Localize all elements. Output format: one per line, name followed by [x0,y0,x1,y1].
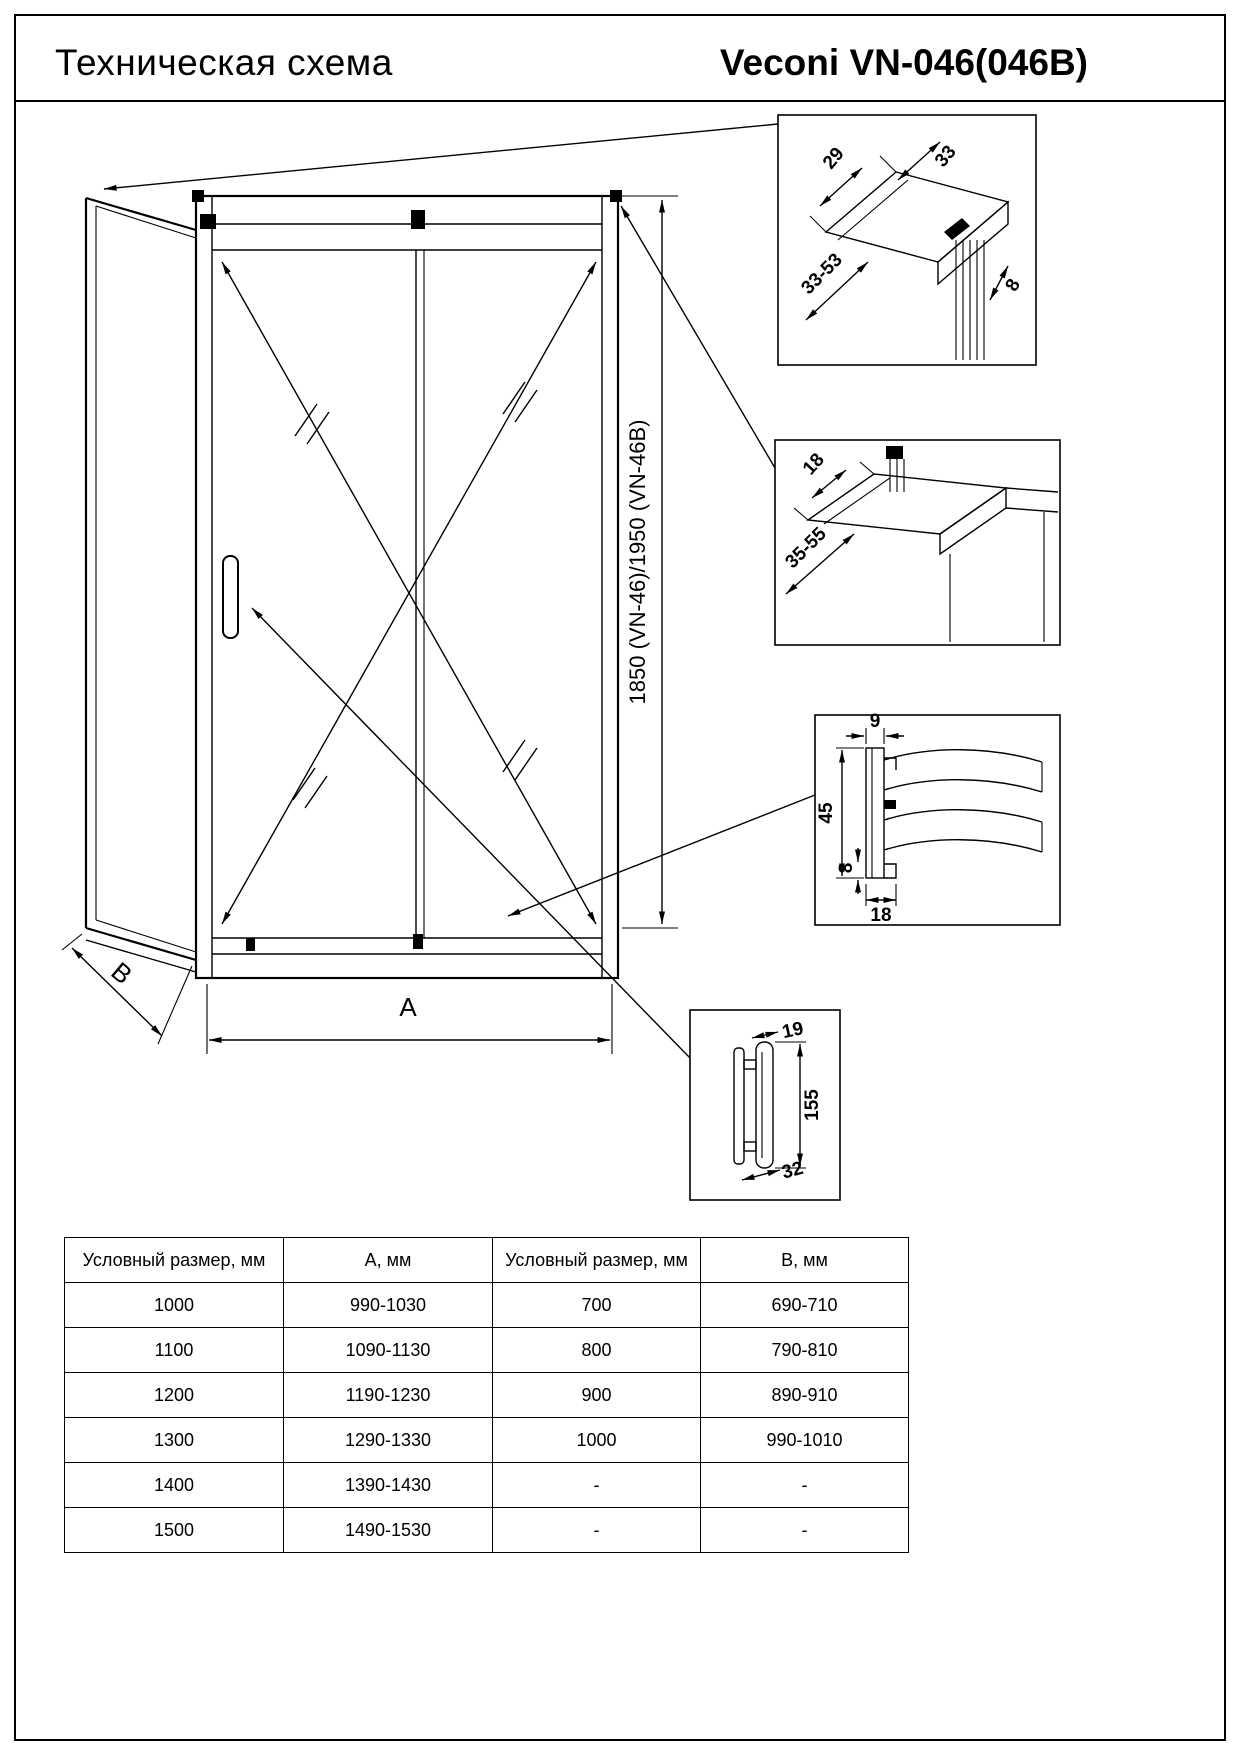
table-cell: 1490-1530 [283,1507,493,1553]
table-cell: 1000 [492,1417,701,1463]
table-cell: 1400 [64,1462,284,1508]
bottom-guide [413,934,423,949]
detail-dim-18b: 18 [870,905,891,926]
depth-dimension: B [61,933,193,1045]
table-cell: 700 [492,1282,701,1328]
bottom-guide [246,938,255,951]
detail-dim-155: 155 [802,1089,823,1121]
header-divider [14,100,1226,102]
table-header-nominal-a: Условный размер, мм [64,1237,284,1283]
corner-bracket [192,190,204,202]
detail-bottom-profile: 18 35-55 [774,439,1061,646]
side-panel [84,196,197,973]
roller-bracket [200,214,216,229]
page-title: Техническая схема [55,42,393,83]
model-name: Veconi VN-046(046B) [719,42,1088,83]
table-cell: - [700,1507,909,1553]
table-cell: 1290-1330 [283,1417,493,1463]
table-cell: 690-710 [700,1282,909,1328]
table-cell: - [492,1507,701,1553]
table-cell: 990-1030 [283,1282,493,1328]
table-header-b: В, мм [700,1237,909,1283]
table-cell: 1500 [64,1507,284,1553]
roller-bracket [411,210,425,229]
detail-box [814,714,1061,926]
detail-dim-19: 19 [780,1018,805,1043]
table-cell: - [492,1462,701,1508]
detail-wall-profile: 9 45 8 18 [814,711,1061,926]
table-cell: 800 [492,1327,701,1373]
page-border [14,14,1226,1741]
table-header-nominal-b: Условный размер, мм [492,1237,701,1283]
table-cell: 990-1010 [700,1417,909,1463]
table-row: 1400 1390-1430 - - [64,1462,909,1508]
detail-dim-8b: 8 [836,863,857,874]
table-cell: 1100 [64,1327,284,1373]
table-cell: 790-810 [700,1327,909,1373]
table-row: 1100 1090-1130 800 790-810 [64,1327,909,1373]
detail-handle: 19 155 32 [689,1009,841,1201]
table-cell: 1300 [64,1417,284,1463]
table-cell: 900 [492,1372,701,1418]
height-dimension-label: 1850 (VN-46)/1950 (VN-46B) [625,420,650,705]
width-dimension: A [206,984,613,1054]
height-dimension: 1850 (VN-46)/1950 (VN-46B) [622,195,678,929]
table-cell: 1000 [64,1282,284,1328]
width-dimension-label: A [399,992,417,1022]
table-cell: 1090-1130 [283,1327,493,1373]
table-header-row: Условный размер, мм А, мм Условный разме… [64,1237,909,1283]
diagonal-measure-arrows [221,261,597,925]
detail-dim-45: 45 [816,802,837,824]
glass-reflection-marks [292,381,538,809]
detail-box [777,114,1037,366]
table-cell: 890-910 [700,1372,909,1418]
detail-top-profile: 29 33 33-53 8 [777,114,1037,366]
table-row: 1000 990-1030 700 690-710 [64,1282,909,1328]
table-row: 1300 1290-1330 1000 990-1010 [64,1417,909,1463]
detail-dim-9: 9 [870,711,881,732]
table-cell: 1200 [64,1372,284,1418]
leader-lines [103,123,816,1059]
table-row: 1500 1490-1530 - - [64,1507,909,1553]
size-table: Условный размер, мм А, мм Условный разме… [64,1237,909,1553]
enclosure-front-frame [192,190,622,980]
table-cell: 1190-1230 [283,1372,493,1418]
table-cell: - [700,1462,909,1508]
table-row: 1200 1190-1230 900 890-910 [64,1372,909,1418]
door-handle [222,555,239,639]
table-header-a: А, мм [283,1237,493,1283]
corner-bracket [610,190,622,202]
table-cell: 1390-1430 [283,1462,493,1508]
